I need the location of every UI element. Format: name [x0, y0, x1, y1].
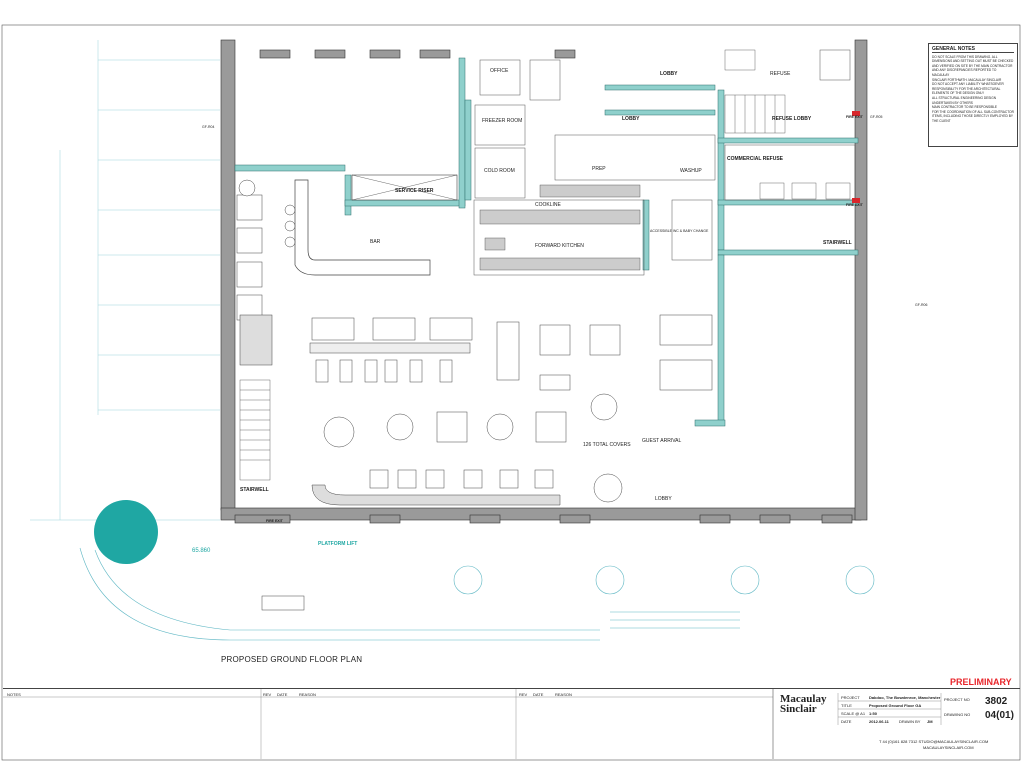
project-value: Dakdoo, The Bowdenroe, Manchester — [869, 695, 941, 700]
scale-value: 1:50 — [869, 711, 878, 716]
reason-header: REASON — [299, 692, 316, 697]
stairwell-left-label: STAIRWELL — [240, 487, 269, 493]
cookline-equipment — [479, 184, 641, 271]
note-line: FOR THE COORDINATION OF ALL SUB-CONTRACT… — [932, 109, 1014, 114]
bar-counter — [294, 179, 431, 276]
bar-label: BAR — [370, 239, 381, 245]
note-line: DO NOT SCALE FROM THIS DRAWING. ALL — [932, 54, 998, 59]
note-line: ITEMS, INCLUDING THOSE DIRECTLY EMPLOYED… — [932, 114, 1013, 119]
note-line: UNDERTAKEN BY OTHERS — [932, 100, 973, 105]
lobby-mid-label: LOBBY — [622, 116, 640, 122]
note-line: DIMENSIONS AND SETTING OUT MUST BE CHECK… — [932, 59, 1014, 64]
neighbour-building-lines — [30, 40, 220, 521]
gf-tag-3: GF-R06 — [915, 303, 928, 307]
prep-label: PREP — [592, 166, 606, 172]
commercial-refuse-label: COMMERCIAL REFUSE — [727, 156, 784, 162]
date-header: DATE — [277, 692, 288, 697]
accessible-wc-label: ACCESSIBLE WC & BABY CHANGE — [650, 229, 709, 233]
entrance-ramp — [79, 547, 875, 641]
rev-header: REV — [519, 692, 528, 697]
note-line: DO NOT ACCEPT ANY LIABILITY WHATSOEVER — [932, 82, 1004, 87]
date-value: 2012.06.11 — [869, 719, 889, 724]
gf-tag-1: GF-R04 — [202, 125, 215, 129]
guest-arrival-label: GUEST ARRIVAL — [642, 438, 681, 444]
cookline-label: COOKLINE — [535, 202, 562, 208]
fire-exit-1-label: FIRE EXIT — [846, 115, 864, 119]
note-line: RESPONSIBILITY FOR THE ARCHITECTURAL — [932, 86, 1001, 91]
preliminary-stamp: PRELIMINARY — [950, 677, 1012, 687]
washup-label: WASHUP — [680, 168, 702, 174]
rev-header: REV — [263, 692, 272, 697]
drawn-value: JM — [927, 719, 933, 724]
plan-title: PROPOSED GROUND FLOOR PLAN — [221, 655, 363, 664]
lobby-top-label: LOBBY — [660, 71, 678, 77]
forward-kitchen-label: FORWARD KITCHEN — [535, 243, 584, 249]
note-line: MAIN CONTRACTOR TO BE RESPONSIBLE — [932, 105, 998, 110]
room-outlines — [473, 49, 856, 276]
refuse-bins — [724, 49, 851, 200]
internal-walls — [234, 57, 859, 427]
contact-line: T 44 (0)161 828 7312 STUDIO@MACAULAYSINC… — [879, 739, 989, 744]
refuse-lobby-label: REFUSE LOBBY — [772, 116, 812, 122]
platform-lift-label: PLATFORM LIFT — [318, 541, 357, 547]
notes-label: NOTES — [7, 692, 21, 697]
note-line: AND VERIFIED ON SITE BY THE MAIN CONTRAC… — [932, 63, 1013, 68]
note-line: AND ANY DISCREPANCIES REPORTED TO MACAUL… — [932, 68, 997, 77]
fire-exit-2-label: FIRE EXIT — [846, 203, 864, 207]
title-label: TITLE — [841, 703, 852, 708]
project-label: PROJECT — [841, 695, 860, 700]
brand-logo: Macaulay Sinclair — [780, 693, 827, 715]
gf-tag-2: GF-R05 — [870, 115, 883, 119]
note-line: ALL STRUCTURAL ENGINEERING DESIGN — [932, 95, 997, 100]
brand-line-1: Macaulay — [780, 693, 827, 705]
general-notes-box: GENERAL NOTES DO NOT SCALE FROM THIS DRA… — [928, 43, 1018, 147]
room-labels: OFFICE FREEZER ROOM COLD ROOM PREP WASHU… — [192, 68, 928, 554]
fire-exit-markers — [852, 111, 860, 203]
drawing-number: 04(01) — [985, 710, 1014, 721]
note-line: THE CLIENT — [932, 118, 951, 123]
level-tag: 65.860 — [192, 548, 211, 554]
lobby-bottom-label: LOBBY — [655, 496, 672, 502]
service-riser — [351, 174, 458, 201]
note-callout-box — [261, 595, 305, 611]
staircases — [239, 94, 786, 481]
scale-label: SCALE @ A1 — [841, 711, 866, 716]
general-notes-heading: GENERAL NOTES — [932, 47, 1014, 53]
title-value: Proposed Ground Floor GA — [869, 703, 922, 708]
brand-line-2: Sinclair — [780, 703, 817, 715]
outer-walls — [220, 39, 868, 524]
title-block: NOTES REV DATE REASON REV DATE REASON PR… — [3, 688, 1020, 759]
date-label: DATE — [841, 719, 852, 724]
tree-symbol — [94, 500, 158, 564]
date-header: DATE — [533, 692, 544, 697]
drawing-no-label: DRAWING NO — [944, 712, 971, 717]
reason-header: REASON — [555, 692, 572, 697]
office-label: OFFICE — [490, 68, 509, 74]
fire-exit-3-label: FIRE EXIT — [266, 519, 284, 523]
stairwell-right-label: STAIRWELL — [823, 240, 852, 246]
total-covers-label: 126 TOTAL COVERS — [583, 442, 631, 448]
service-riser-label: SERVICE RISER — [395, 188, 434, 194]
drawn-label: DRAWN BY — [899, 719, 921, 724]
refuse-label: REFUSE — [770, 71, 791, 77]
note-line: SINCLAIR FORTHWITH. MACAULAY SINCLAIR — [932, 77, 1002, 82]
cold-room-label: COLD ROOM — [484, 168, 515, 174]
website-line: MACAULAYSINCLAIR.COM — [923, 745, 974, 750]
project-number: 3802 — [985, 696, 1008, 707]
project-no-label: PROJECT NO — [944, 697, 970, 702]
dining-furniture — [236, 179, 713, 506]
freezer-label: FREEZER ROOM — [482, 118, 522, 124]
title-block-grid — [3, 689, 942, 759]
note-line: ELEMENTS OF THE DESIGN ONLY — [932, 91, 985, 96]
